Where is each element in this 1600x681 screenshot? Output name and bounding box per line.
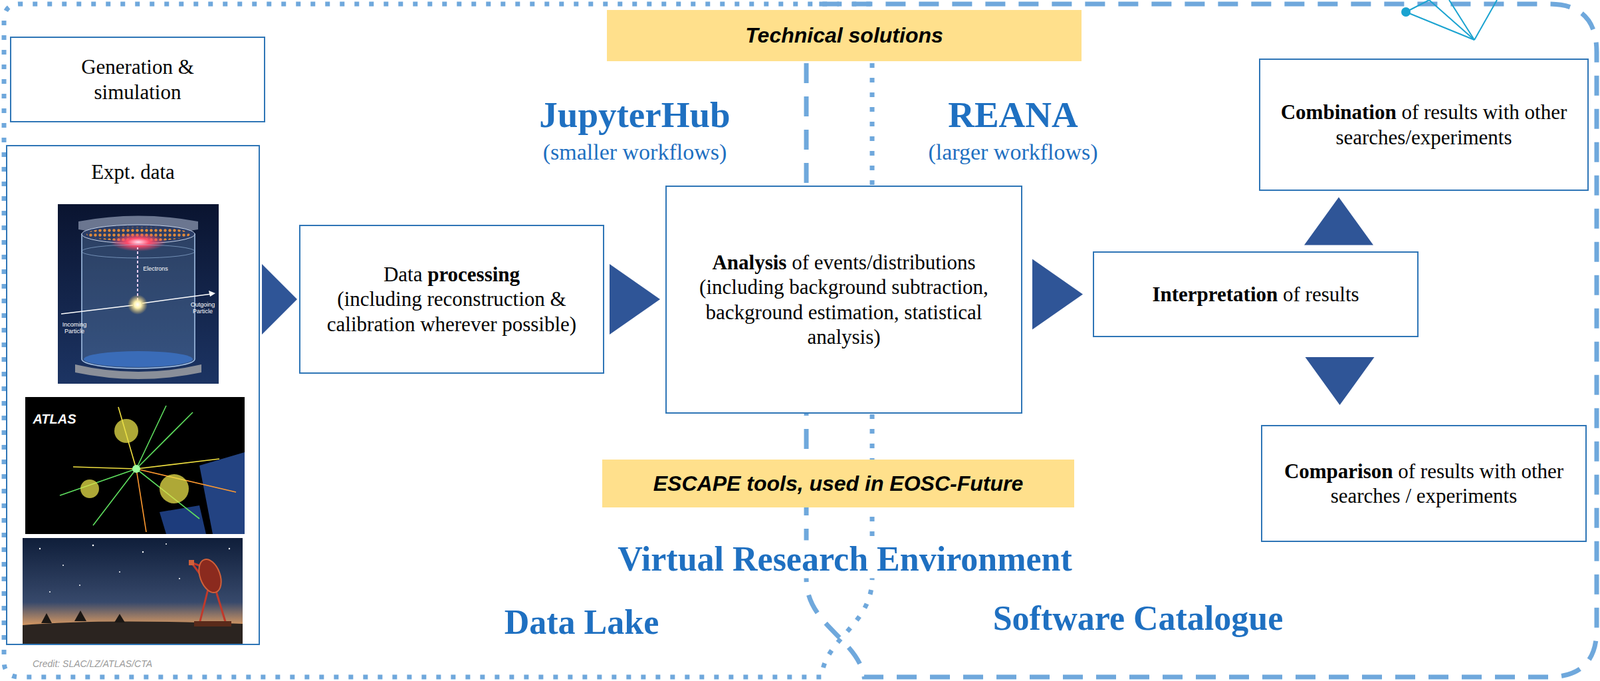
electron-drift	[136, 247, 139, 301]
logo-line	[1449, 0, 1475, 40]
banner: ESCAPE tools, used in EOSC-Future	[602, 459, 1075, 508]
star	[39, 547, 41, 550]
banner-text: Technical solutions	[745, 22, 944, 48]
ground	[22, 620, 243, 645]
incoming-track	[61, 305, 133, 314]
region-name: Virtual Research Environment	[612, 539, 1078, 578]
energy-blob	[80, 479, 100, 498]
picture-ground	[22, 537, 243, 645]
flow-arrow	[261, 263, 298, 335]
process-box: Analysis of events/distributions(includi…	[665, 185, 1023, 414]
atlas-event-picture	[25, 396, 245, 534]
track	[136, 405, 167, 469]
process-box: Interpretation of results	[1092, 251, 1419, 338]
picture-label: Outgoing Particle	[187, 301, 219, 316]
track	[73, 466, 137, 469]
flow-arrow	[1305, 356, 1375, 405]
region-name: Data Lake	[499, 602, 665, 641]
picture-ground	[57, 204, 219, 384]
process-box: Comparison of results with other searche…	[1260, 424, 1587, 542]
star	[92, 544, 95, 547]
logo-line	[1405, 11, 1475, 40]
star	[62, 564, 64, 566]
cta-telescope-picture	[22, 537, 243, 645]
calorimeter-cells	[199, 452, 245, 534]
star	[228, 547, 230, 550]
box-heading: Comparison of results with other searche…	[1270, 458, 1578, 508]
lz-detector-picture	[57, 204, 219, 384]
star	[178, 577, 181, 579]
logo-dot	[1401, 7, 1410, 16]
track	[136, 468, 200, 519]
particle-tracks	[59, 405, 236, 532]
energy-blob	[159, 473, 189, 504]
region-name: Software Catalogue	[987, 598, 1289, 637]
box-heading: Expt. data	[91, 159, 175, 185]
process-box: Data processing(including reconstruction…	[299, 224, 605, 374]
process-box: Generation & simulation	[9, 36, 266, 123]
detector-cylinder	[81, 233, 195, 369]
vertex	[132, 464, 141, 473]
box-body: (including reconstruction & calibration …	[309, 286, 595, 336]
box-heading: Generation & simulation	[51, 54, 225, 104]
box-heading: Analysis of events/distributions	[711, 249, 976, 275]
tool-name: REANA	[942, 95, 1084, 136]
box-heading: Interpretation of results	[1151, 281, 1359, 307]
tool-name: JupyterHub	[533, 95, 736, 136]
process-box: Combination of results with other search…	[1258, 58, 1589, 191]
track-head	[208, 290, 216, 297]
energy-blob	[114, 418, 139, 443]
data-panel: Expt. data	[5, 144, 260, 645]
distant-telescopes	[41, 610, 125, 623]
star	[142, 551, 144, 553]
track	[136, 468, 147, 532]
star	[49, 590, 51, 593]
bottom-array	[83, 350, 193, 367]
telescope-camera	[188, 559, 195, 566]
flow-arrow	[1304, 197, 1374, 246]
detector-base	[75, 364, 202, 379]
picture-label: Electrons	[142, 265, 169, 273]
flow-arrow	[609, 263, 661, 335]
tool-note: (larger workflows)	[922, 139, 1103, 165]
box-heading: Combination of results with other search…	[1273, 99, 1575, 149]
box-body: (including background subtraction, backg…	[687, 274, 1001, 349]
logo-line	[1429, 0, 1475, 40]
tool-note: (smaller workflows)	[537, 139, 733, 165]
picture-label: ATLAS	[32, 411, 76, 427]
calorimeter-cells	[159, 505, 207, 534]
flow-arrow	[1032, 259, 1083, 330]
telescope-base	[194, 620, 232, 627]
track	[136, 458, 220, 469]
picture-ground	[25, 396, 245, 534]
telescope-dish	[194, 555, 226, 595]
banner: Technical solutions	[606, 9, 1082, 62]
banner-text: ESCAPE tools, used in EOSC-Future	[653, 470, 1024, 496]
star	[165, 543, 167, 545]
interaction-point	[127, 294, 148, 315]
track	[136, 412, 193, 469]
star	[118, 571, 121, 573]
star	[79, 584, 81, 586]
credit-note: Credit: SLAC/LZ/ATLAS/CTA	[32, 658, 153, 669]
box-heading: Data processing	[383, 261, 520, 287]
track	[93, 468, 137, 526]
picture-label: Incoming Particle	[59, 321, 90, 336]
logo-mark	[1401, 0, 1497, 40]
logo-line	[1474, 0, 1497, 40]
